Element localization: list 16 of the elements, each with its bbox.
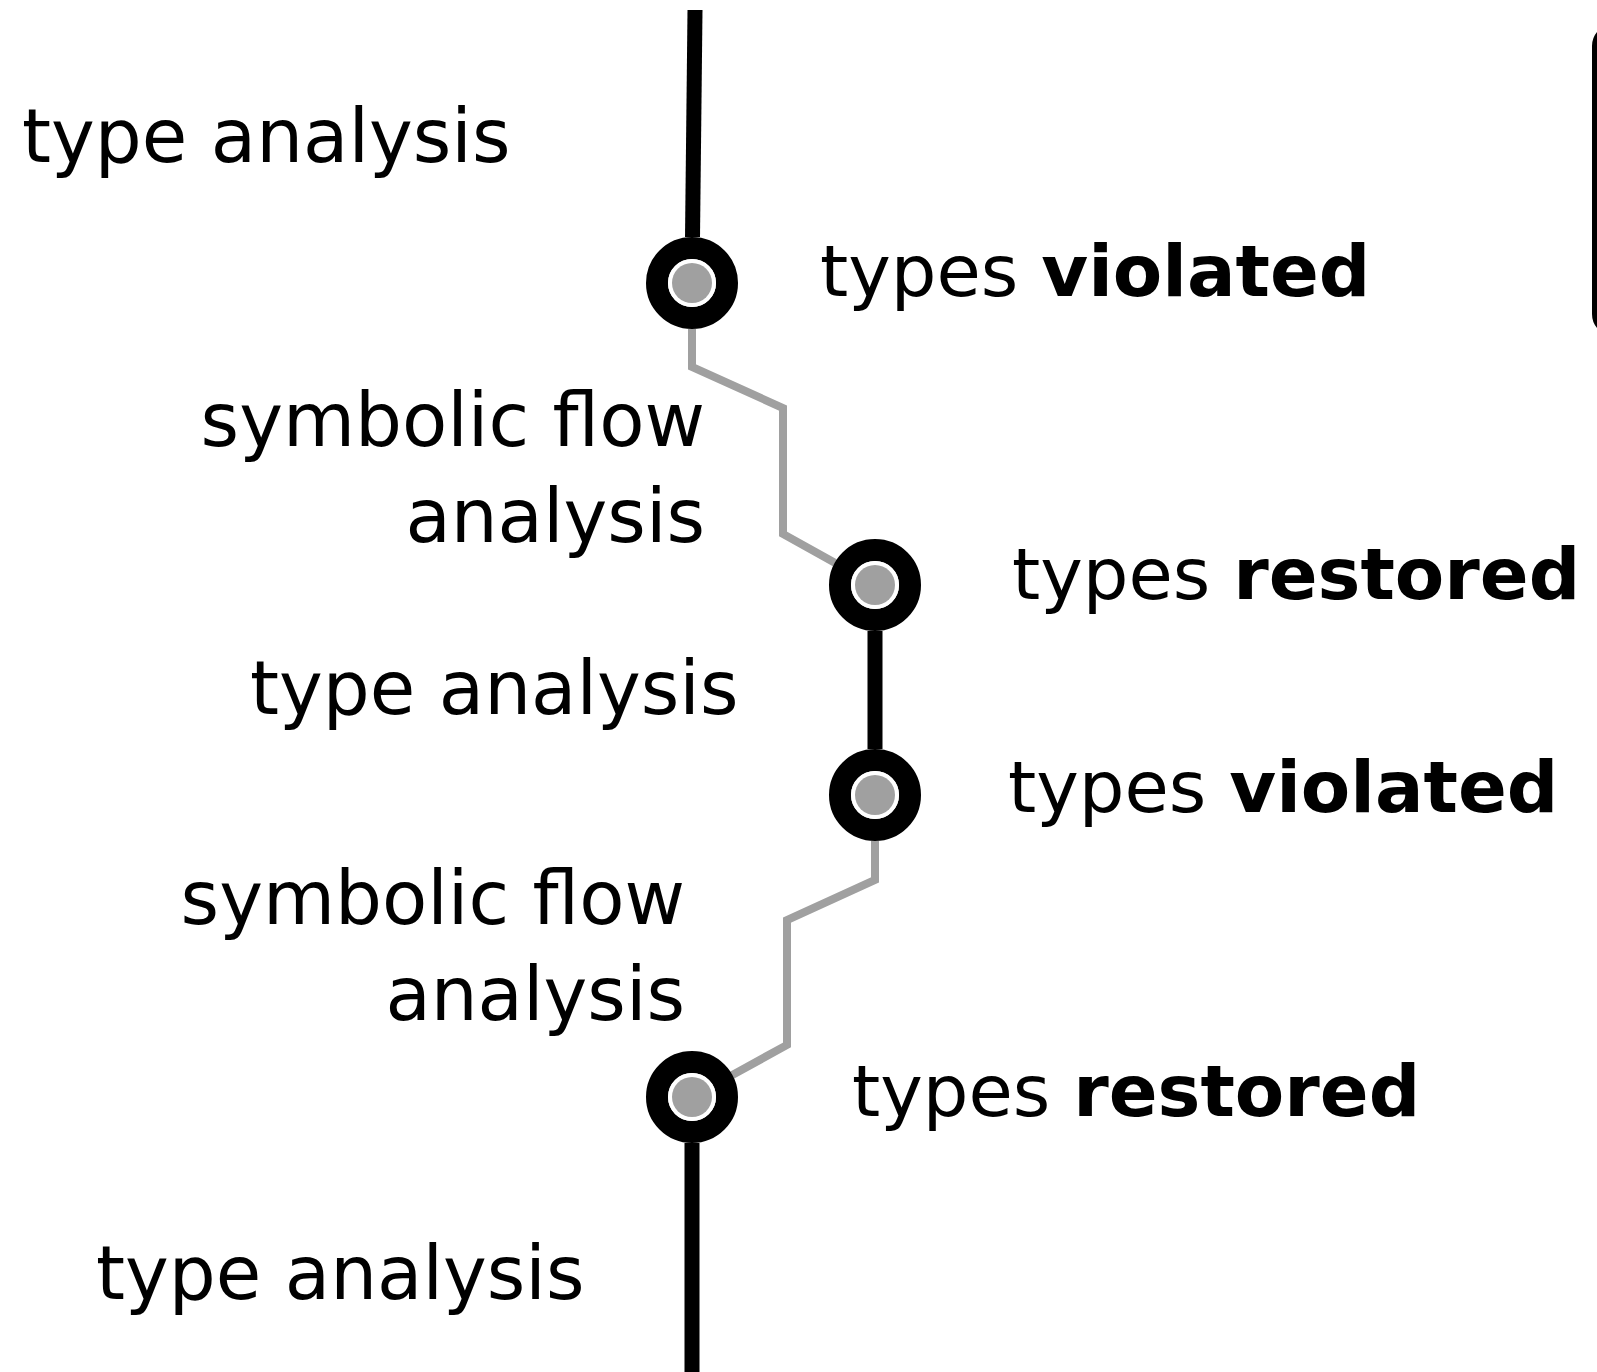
connector-line (685, 9, 703, 238)
connector-line (684, 1143, 700, 1372)
state-label: types restored (852, 1052, 1421, 1132)
station-circle (646, 237, 738, 329)
state-label: types violated (820, 232, 1371, 312)
phase-label: type analysis (22, 92, 512, 181)
phase-label: symbolic flow analysis (199, 376, 705, 562)
station-circle (829, 749, 921, 841)
station-circle (646, 1051, 738, 1143)
state-label: types restored (1012, 535, 1581, 615)
phase-label: type analysis (250, 644, 740, 733)
station-circle (829, 539, 921, 631)
phase-label: type analysis (96, 1229, 586, 1318)
connector-line (867, 631, 883, 749)
phase-label: symbolic flow analysis (179, 854, 685, 1040)
state-label: types violated (1008, 748, 1559, 828)
